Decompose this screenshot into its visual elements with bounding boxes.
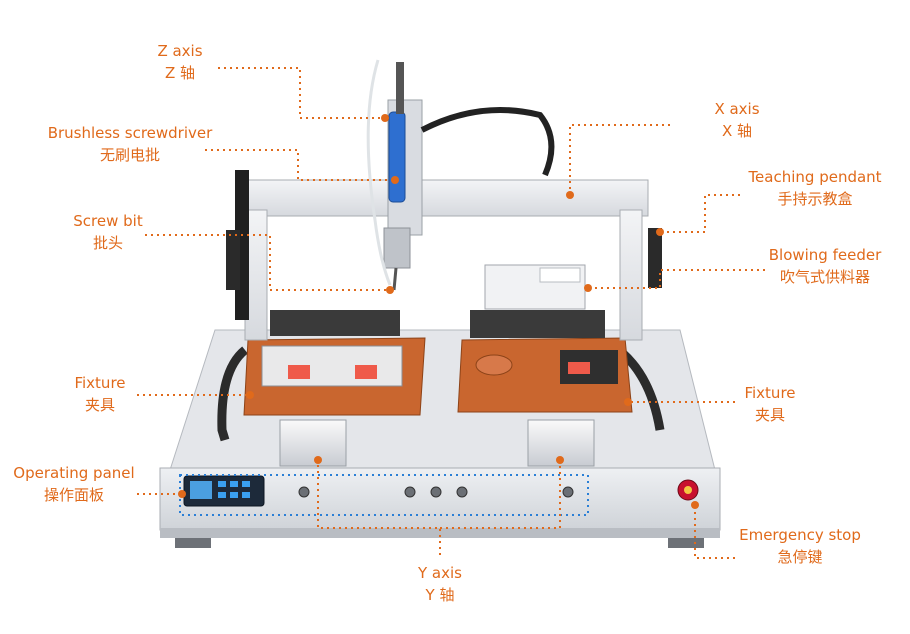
label-z-axis: Z axis Z 轴 (140, 40, 220, 84)
label-screw-bit-cn: 批头 (92, 234, 123, 252)
air-hose (366, 59, 392, 286)
blowing-feeder-body (484, 264, 586, 310)
leader-y-axis-right (440, 460, 561, 529)
label-fixture-left-en: Fixture (74, 374, 126, 392)
control-buttons (298, 486, 574, 498)
label-teaching-pendant-cn: 手持示教盒 (777, 190, 853, 208)
label-x-axis: X axis X 轴 (692, 98, 782, 142)
label-brushless-screwdriver-cn: 无刷电批 (99, 146, 160, 164)
label-z-axis-cn: Z 轴 (164, 64, 196, 82)
label-screw-bit-en: Screw bit (73, 212, 143, 230)
label-operating-panel: Operating panel 操作面板 (4, 462, 144, 506)
leader-teaching-pendant (660, 194, 740, 233)
label-blowing-feeder: Blowing feeder 吹气式供料器 (758, 244, 892, 288)
label-operating-panel-en: Operating panel (13, 464, 135, 482)
label-emergency-stop: Emergency stop 急停键 (735, 524, 865, 568)
leader-screwdriver (205, 149, 395, 181)
label-markers (178, 114, 699, 509)
label-emergency-stop-cn: 急停键 (777, 548, 823, 566)
label-y-axis: Y axis Y 轴 (400, 562, 480, 606)
label-blowing-feeder-en: Blowing feeder (768, 246, 882, 264)
leader-z-axis (218, 67, 385, 119)
gantry-frame (226, 170, 662, 341)
leader-screw-bit (145, 234, 390, 291)
label-fixture-right-cn: 夹具 (754, 406, 785, 424)
label-x-axis-en: X axis (714, 100, 760, 118)
label-fixture-right-en: Fixture (744, 384, 796, 402)
label-blowing-feeder-cn: 吹气式供料器 (779, 268, 870, 286)
label-emergency-stop-en: Emergency stop (739, 526, 861, 544)
emergency-stop-button (677, 479, 699, 501)
leader-emergency-stop (694, 505, 735, 559)
y-axis-rails (279, 419, 595, 467)
fixture-right-assembly (457, 310, 633, 413)
leader-y-axis (317, 460, 441, 555)
label-screw-bit: Screw bit 批头 (68, 210, 148, 254)
label-x-axis-cn: X 轴 (721, 122, 753, 140)
label-fixture-left-cn: 夹具 (84, 396, 115, 414)
label-operating-panel-cn: 操作面板 (43, 486, 104, 504)
label-brushless-screwdriver-en: Brushless screwdriver (47, 124, 213, 142)
label-brushless-screwdriver: Brushless screwdriver 无刷电批 (40, 122, 220, 166)
leader-lines (137, 67, 765, 559)
operating-panel-device (183, 475, 265, 507)
label-teaching-pendant-en: Teaching pendant (748, 168, 882, 186)
fixture-left-assembly (243, 310, 426, 416)
label-y-axis-cn: Y 轴 (425, 586, 455, 604)
label-z-axis-en: Z axis (157, 42, 203, 60)
label-fixture-left: Fixture 夹具 (65, 372, 135, 416)
leader-blowing-feeder (588, 269, 765, 289)
label-teaching-pendant: Teaching pendant 手持示教盒 (740, 166, 890, 210)
label-y-axis-en: Y axis (418, 564, 462, 582)
label-fixture-right: Fixture 夹具 (735, 382, 805, 426)
